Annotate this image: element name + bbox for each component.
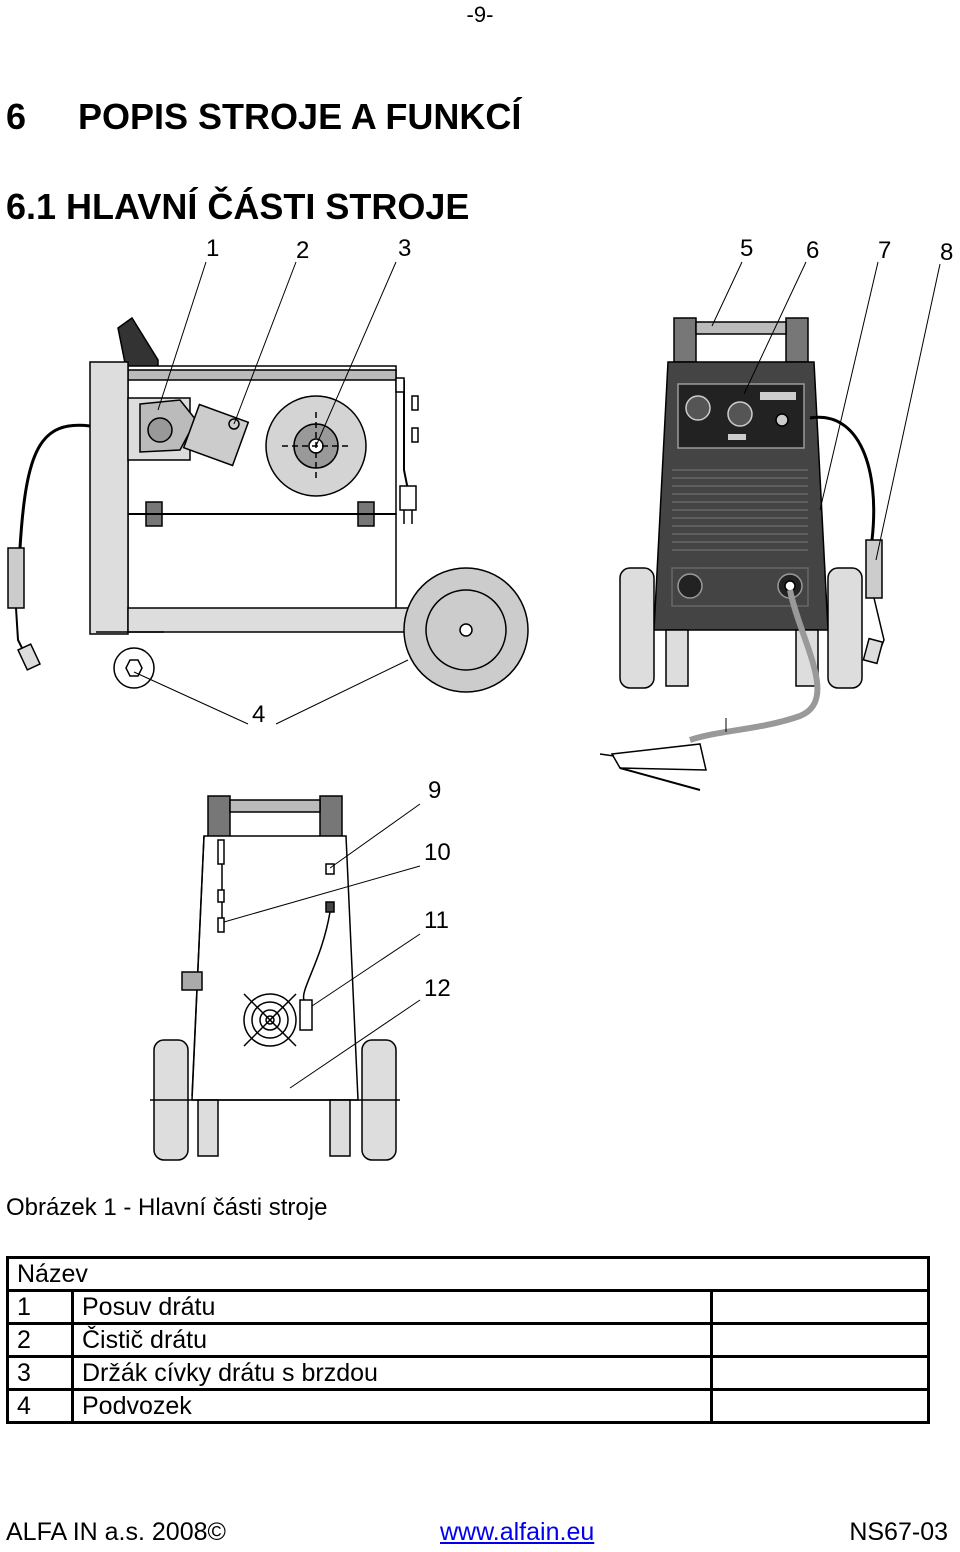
callout-5: 5 <box>740 235 753 262</box>
front-view-drawing <box>599 317 885 791</box>
part-name: Posuv drátu <box>71 1289 713 1325</box>
part-name: Podvozek <box>71 1388 713 1424</box>
empty-cell <box>710 1388 930 1424</box>
chapter-heading: 6 POPIS STROJE A FUNKCÍ <box>6 96 521 138</box>
callout-1: 1 <box>206 235 219 262</box>
callout-11: 11 <box>424 907 449 934</box>
table-row: 4 Podvozek <box>6 1388 930 1424</box>
callout-4: 4 <box>252 701 265 728</box>
part-number: 2 <box>6 1322 74 1358</box>
chapter-title: POPIS STROJE A FUNKCÍ <box>78 96 522 137</box>
footer-website-link[interactable]: www.alfain.eu <box>440 1518 595 1546</box>
callout-3: 3 <box>398 235 411 262</box>
callout-6: 6 <box>806 237 819 264</box>
chapter-number: 6 <box>6 96 27 137</box>
empty-cell <box>710 1289 930 1325</box>
machine-parts-figure: 1 2 3 4 5 6 7 8 9 10 11 12 <box>7 235 953 1161</box>
page-number: -9- <box>466 2 494 27</box>
figure-caption: Obrázek 1 - Hlavní části stroje <box>6 1194 328 1221</box>
footer-company: ALFA IN a.s. 2008© <box>6 1518 226 1546</box>
empty-cell <box>710 1322 930 1358</box>
callout-12: 12 <box>424 975 451 1002</box>
callout-7: 7 <box>878 237 891 264</box>
footer-doc-code: NS67-03 <box>849 1518 948 1546</box>
parts-table: Název 1 Posuv drátu 2 Čistič drátu 3 Drž… <box>6 1256 930 1424</box>
table-row: 2 Čistič drátu <box>6 1322 930 1358</box>
callout-8: 8 <box>940 239 953 266</box>
part-number: 3 <box>6 1355 74 1391</box>
callout-leaders <box>133 261 941 1089</box>
part-name: Držák cívky drátu s brzdou <box>71 1355 713 1391</box>
part-name: Čistič drátu <box>71 1322 713 1358</box>
callout-10: 10 <box>424 839 451 866</box>
part-number: 4 <box>6 1388 74 1424</box>
part-number: 1 <box>6 1289 74 1325</box>
table-row: 3 Držák cívky drátu s brzdou <box>6 1355 930 1391</box>
section-heading: 6.1 HLAVNÍ ČÁSTI STROJE <box>6 186 470 227</box>
side-view-drawing <box>7 316 529 693</box>
callout-2: 2 <box>296 237 309 264</box>
table-header-row: Název <box>6 1256 930 1292</box>
table-row: 1 Posuv drátu <box>6 1289 930 1325</box>
rear-view-drawing <box>150 795 400 1161</box>
empty-cell <box>710 1355 930 1391</box>
callout-9: 9 <box>428 777 441 804</box>
table-header-cell: Název <box>6 1256 930 1292</box>
